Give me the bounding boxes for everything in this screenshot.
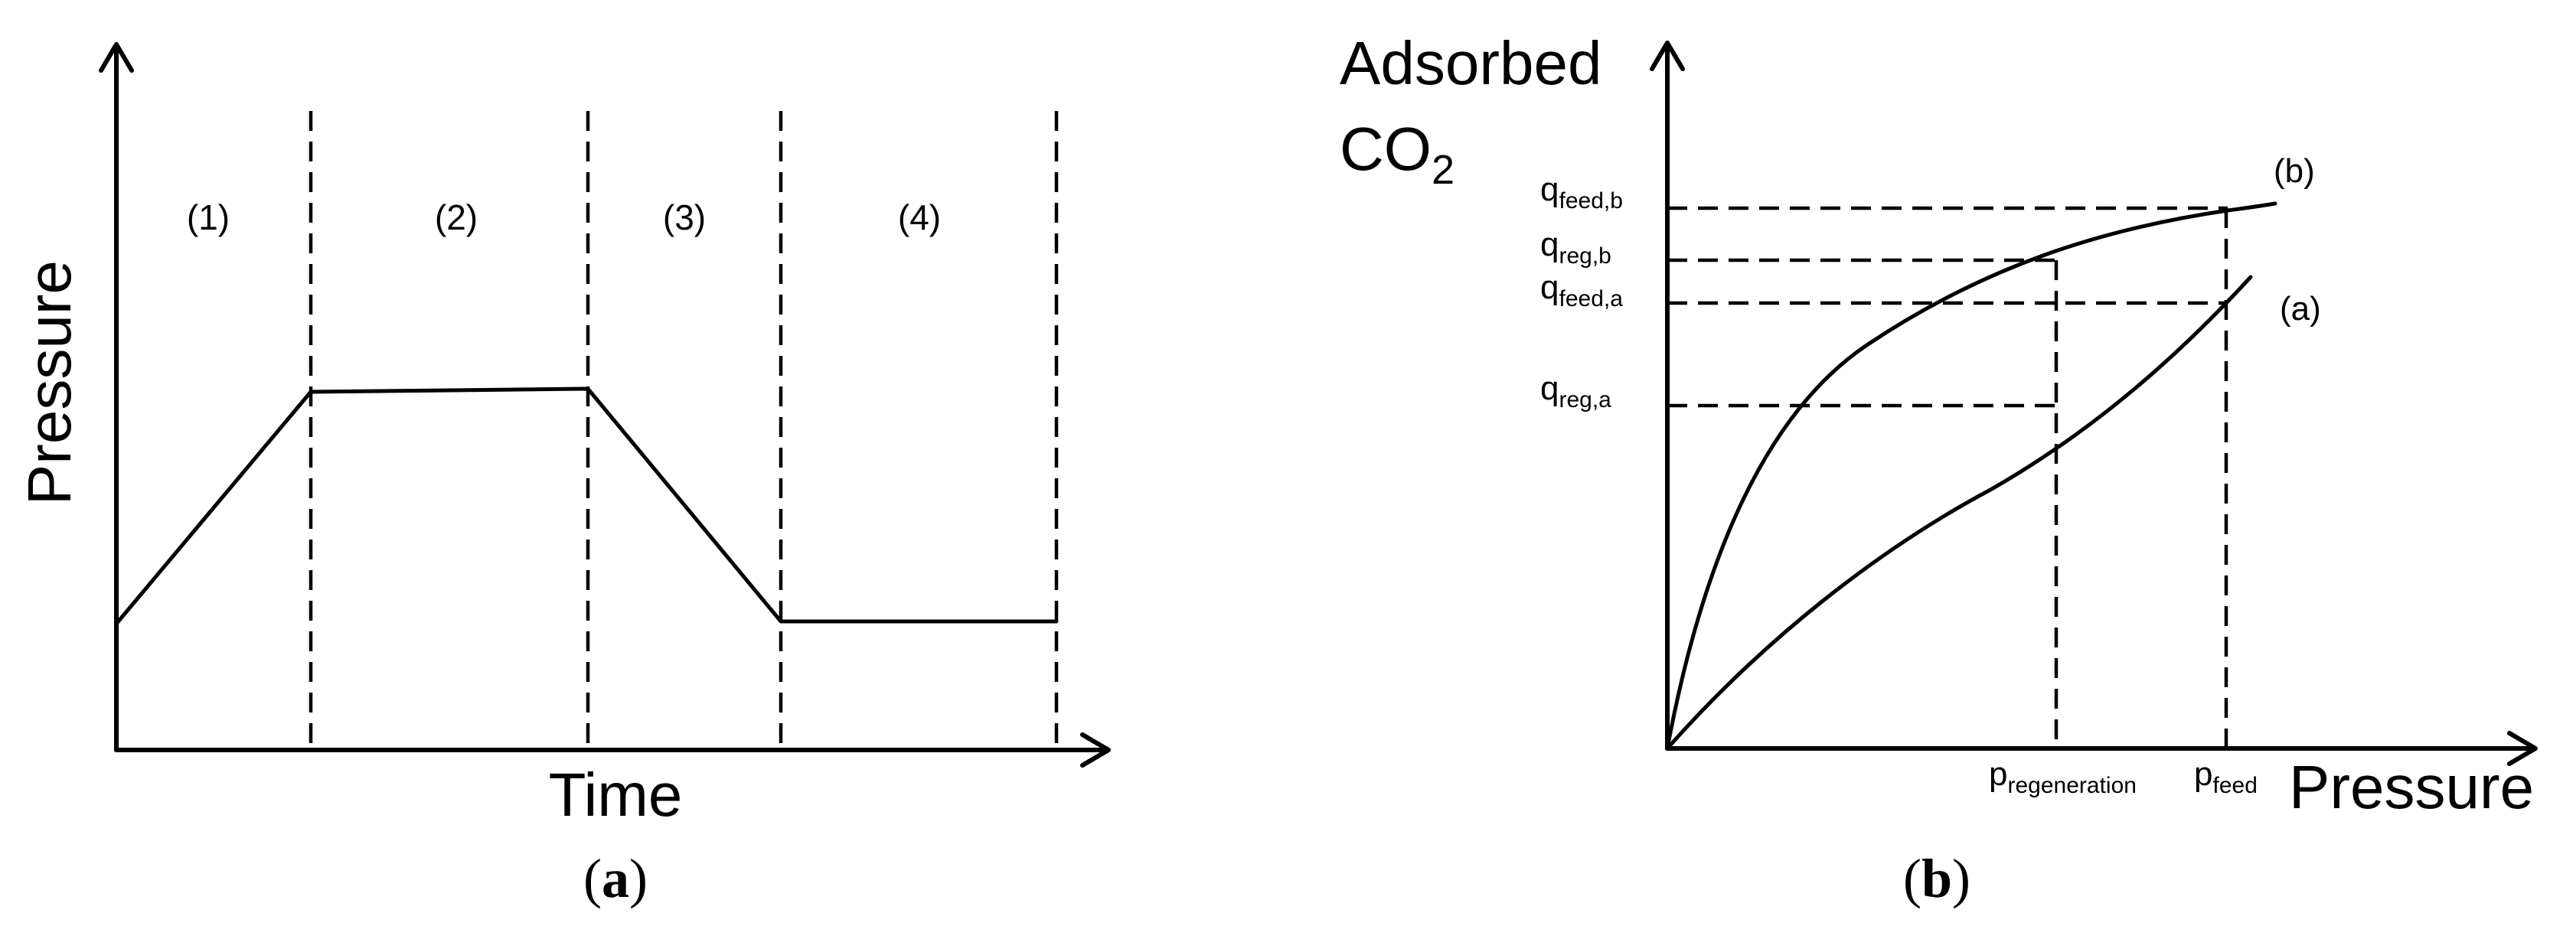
q-reg-a-label: qreg,a <box>1540 370 1611 412</box>
curve-label-b: (b) <box>2274 152 2315 190</box>
panel-a-caption: (a) <box>583 848 648 909</box>
panel-a-step-label: (4) <box>898 197 941 237</box>
isotherm-curve-b <box>1665 201 2277 751</box>
panel-a-x-axis-label: Time <box>549 761 683 829</box>
panel-b-y-axis-label-line2: CO2 <box>1340 115 1455 193</box>
panel-a-y-axis <box>99 42 134 752</box>
p-regeneration-label: pregeneration <box>1989 755 2137 798</box>
panel-b-x-axis-label: Pressure <box>2289 753 2534 821</box>
panel-a-step-label: (1) <box>187 197 230 237</box>
isotherm-curve-a <box>1665 275 2253 751</box>
curve-label-a: (a) <box>2280 290 2321 328</box>
panel-b-x-axis <box>1665 731 2538 766</box>
panel-a-step-label: (3) <box>663 197 706 237</box>
panel-b-caption: (b) <box>1903 848 1970 909</box>
p-feed-label: pfeed <box>2194 755 2258 798</box>
panel-a-pressure-profile <box>114 386 1059 626</box>
panel-b: (b) (a) qfeed,b qreg,b qfeed,a qreg,a pr… <box>1340 29 2538 909</box>
q-feed-a-label: qfeed,a <box>1540 269 1623 311</box>
q-reg-b-label: qreg,b <box>1540 226 1611 269</box>
panel-a-y-axis-label: Pressure <box>15 260 83 505</box>
panel-a: (1) (2) (3) (4) Pressure Time (a) <box>15 42 1111 909</box>
panel-a-step-label: (2) <box>435 197 478 237</box>
panel-a-x-axis <box>114 732 1111 768</box>
panel-b-y-axis-label-line1: Adsorbed <box>1340 29 1601 97</box>
q-feed-b-label: qfeed,b <box>1540 171 1623 214</box>
panel-b-y-axis <box>1650 41 1685 751</box>
